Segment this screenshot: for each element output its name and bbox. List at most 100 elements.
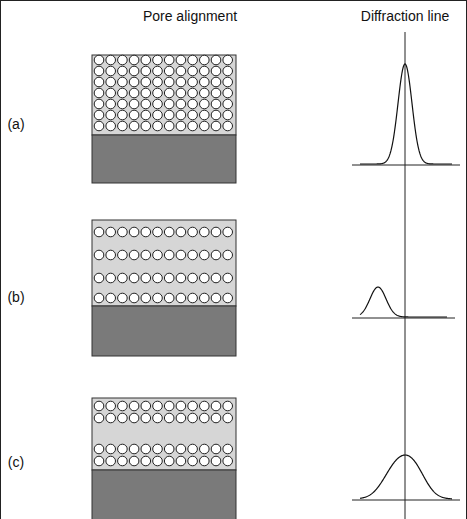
pore — [106, 413, 116, 423]
pore — [188, 401, 198, 411]
column-header: Diffraction line — [361, 9, 449, 24]
pore — [176, 88, 186, 98]
pore — [153, 444, 163, 454]
pore — [164, 66, 174, 76]
pore — [223, 88, 233, 98]
pore — [141, 444, 151, 454]
pore — [211, 273, 221, 283]
pore — [200, 401, 210, 411]
porous-film — [92, 220, 236, 306]
pore — [223, 401, 233, 411]
pore — [129, 77, 139, 87]
pore — [129, 413, 139, 423]
pore — [94, 110, 104, 120]
pore — [106, 110, 116, 120]
baseline — [352, 165, 460, 166]
pore — [141, 66, 151, 76]
diffraction-peak — [360, 287, 447, 317]
pore — [164, 444, 174, 454]
pore — [211, 55, 221, 65]
pore — [94, 121, 104, 131]
pore — [188, 413, 198, 423]
pore — [164, 293, 174, 303]
pore — [118, 401, 128, 411]
substrate — [92, 135, 236, 183]
panel-label: (c) — [8, 455, 24, 470]
diffraction-peak — [360, 455, 452, 499]
pore — [200, 77, 210, 87]
pore — [94, 250, 104, 260]
pore — [176, 250, 186, 260]
pore — [164, 55, 174, 65]
pore — [118, 66, 128, 76]
pore — [141, 55, 151, 65]
pore — [200, 444, 210, 454]
pore — [94, 88, 104, 98]
pore — [129, 88, 139, 98]
pore — [200, 250, 210, 260]
pore — [94, 444, 104, 454]
pore — [141, 121, 151, 131]
pore — [106, 55, 116, 65]
pore — [211, 227, 221, 237]
pore — [106, 273, 116, 283]
pore — [223, 66, 233, 76]
pore — [129, 110, 139, 120]
pore — [188, 77, 198, 87]
pore — [188, 293, 198, 303]
pore — [106, 121, 116, 131]
pore — [211, 444, 221, 454]
pore — [200, 99, 210, 109]
pore — [129, 456, 139, 466]
pore — [106, 99, 116, 109]
pore — [223, 273, 233, 283]
pore — [200, 88, 210, 98]
pore — [141, 273, 151, 283]
pore — [223, 444, 233, 454]
pore — [176, 121, 186, 131]
pore — [223, 121, 233, 131]
pore — [153, 121, 163, 131]
pore — [176, 413, 186, 423]
porous-film — [92, 398, 236, 470]
pore — [153, 110, 163, 120]
pore — [118, 121, 128, 131]
pore — [200, 273, 210, 283]
pore — [153, 456, 163, 466]
pore — [129, 293, 139, 303]
pore — [141, 456, 151, 466]
pore — [141, 227, 151, 237]
baseline — [352, 318, 455, 319]
pore — [106, 88, 116, 98]
pore — [200, 110, 210, 120]
pore — [164, 99, 174, 109]
pore — [94, 456, 104, 466]
pore — [106, 401, 116, 411]
pore — [164, 250, 174, 260]
pore — [118, 293, 128, 303]
pore — [176, 66, 186, 76]
diffraction-peak — [360, 64, 452, 164]
pore — [118, 99, 128, 109]
pore — [188, 110, 198, 120]
pore — [188, 55, 198, 65]
pore — [211, 66, 221, 76]
pore — [141, 110, 151, 120]
pore — [141, 99, 151, 109]
pore — [164, 401, 174, 411]
pore — [200, 55, 210, 65]
pore — [223, 293, 233, 303]
pore — [153, 401, 163, 411]
pore — [129, 99, 139, 109]
substrate — [92, 470, 236, 519]
pore — [223, 456, 233, 466]
pore — [211, 88, 221, 98]
pore — [118, 413, 128, 423]
porous-film — [92, 55, 236, 135]
pore — [118, 77, 128, 87]
pore — [106, 293, 116, 303]
pore — [164, 88, 174, 98]
pore — [211, 250, 221, 260]
pore — [153, 227, 163, 237]
